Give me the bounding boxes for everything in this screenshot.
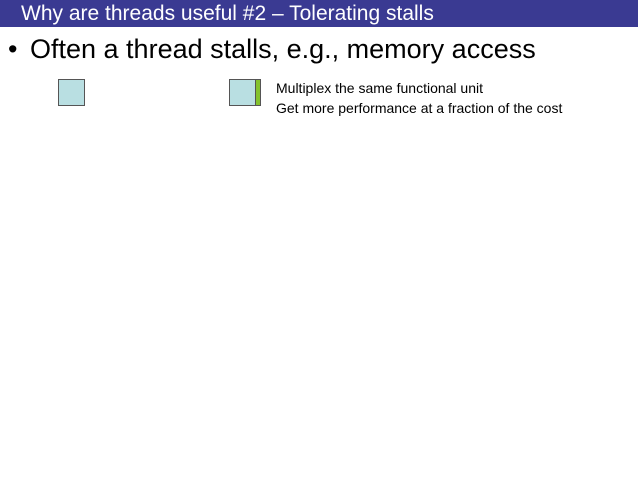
bullet-marker: • xyxy=(8,34,18,64)
functional-unit-box-multiplexed xyxy=(229,79,256,106)
note-multiplex: Multiplex the same functional unit xyxy=(276,80,483,96)
note-performance: Get more performance at a fraction of th… xyxy=(276,100,563,116)
title-bar: Why are threads useful #2 – Tolerating s… xyxy=(0,0,638,27)
bullet-item: • Often a thread stalls, e.g., memory acc… xyxy=(8,32,536,66)
bullet-text: Often a thread stalls, e.g., memory acce… xyxy=(30,34,536,64)
functional-unit-box-single xyxy=(58,79,85,106)
thread-stripe-green xyxy=(255,79,261,106)
slide-title: Why are threads useful #2 – Tolerating s… xyxy=(21,2,434,25)
